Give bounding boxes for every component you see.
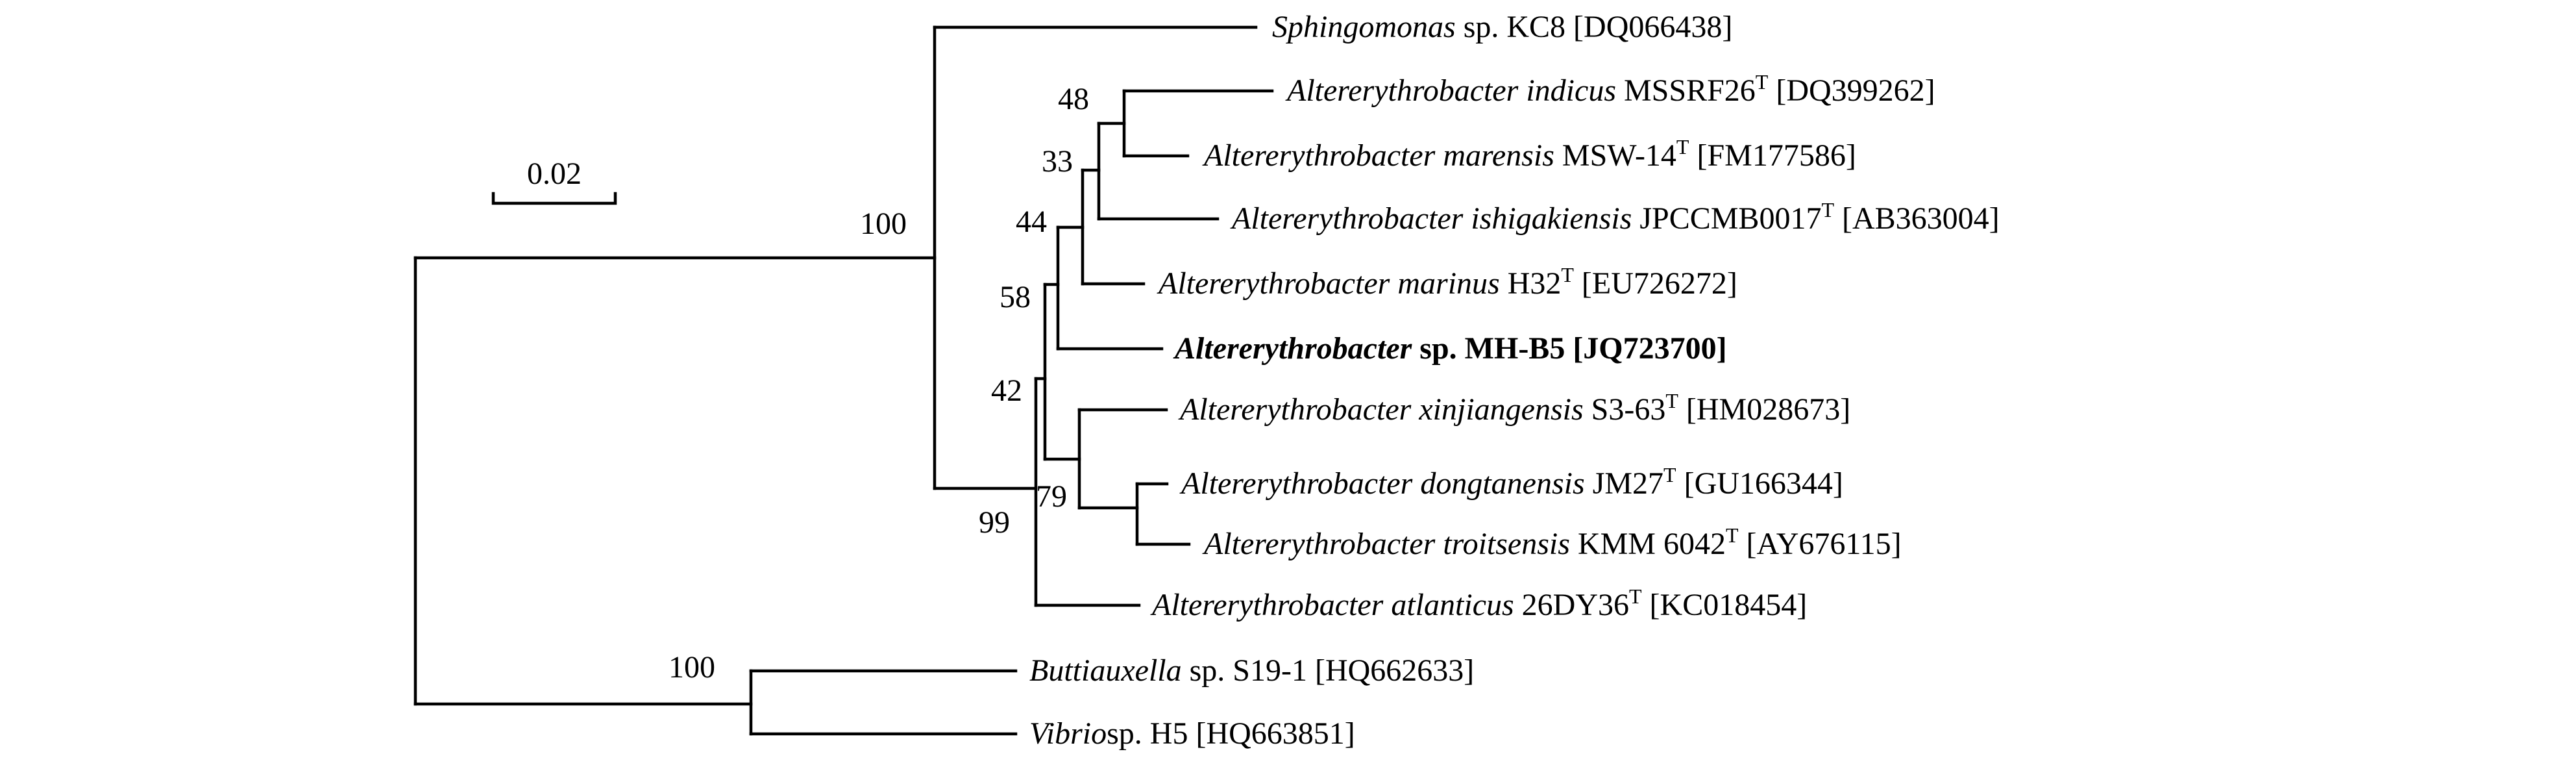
scale-bar-label: 0.02	[527, 157, 582, 191]
scale-bar: 0.02	[491, 157, 617, 205]
bootstrap-node-79: 79	[1036, 479, 1067, 514]
taxon-label-troitsensis: Altererythrobacter troitsensis KMM 6042T…	[1202, 523, 1902, 561]
taxon-label-atlanticus: Altererythrobacter atlanticus 26DY36T [K…	[1150, 585, 1807, 622]
bootstrap-root-main: 100	[860, 207, 907, 241]
taxon-label-indicus: Altererythrobacter indicus MSSRF26T [DQ3…	[1285, 70, 1935, 108]
taxon-label-xinjiangensis: Altererythrobacter xinjiangensis S3-63T …	[1178, 389, 1850, 427]
bootstrap-node-33: 33	[1042, 144, 1073, 179]
bootstrap-node-48: 48	[1058, 82, 1089, 116]
scale-bar-line	[491, 192, 617, 205]
taxon-label-ishigakiensis: Altererythrobacter ishigakiensis JPCCMB0…	[1230, 198, 2000, 236]
taxon-label-buttiauxella: Buttiauxella sp. S19-1 [HQ662633]	[1029, 653, 1474, 688]
taxon-label-vibrio: Vibriosp. H5 [HQ663851]	[1029, 716, 1355, 751]
bootstrap-values: 100 48 33 44 58 42 79 99 100	[669, 82, 1089, 685]
bootstrap-node-58: 58	[1000, 280, 1031, 314]
taxon-label-dongtanensis: Altererythrobacter dongtanensis JM27T [G…	[1179, 463, 1843, 501]
bootstrap-node-42: 42	[991, 373, 1022, 408]
taxon-label-marinus: Altererythrobacter marinus H32T [EU72627…	[1157, 263, 1737, 301]
taxon-label-mhb5: Altererythrobacter sp. MH-B5 [JQ723700]	[1173, 331, 1727, 366]
tip-labels: Sphingomonas sp. KC8 [DQ066438] Alterery…	[1029, 10, 2000, 751]
bootstrap-node-44: 44	[1016, 205, 1047, 239]
tree-branches	[413, 25, 1274, 736]
taxon-label-marensis: Altererythrobacter marensis MSW-14T [FM1…	[1202, 135, 1856, 173]
bootstrap-node-outgroup: 100	[669, 650, 715, 685]
taxon-label-sphingomonas: Sphingomonas sp. KC8 [DQ066438]	[1272, 10, 1732, 44]
bootstrap-node-99: 99	[979, 505, 1010, 540]
